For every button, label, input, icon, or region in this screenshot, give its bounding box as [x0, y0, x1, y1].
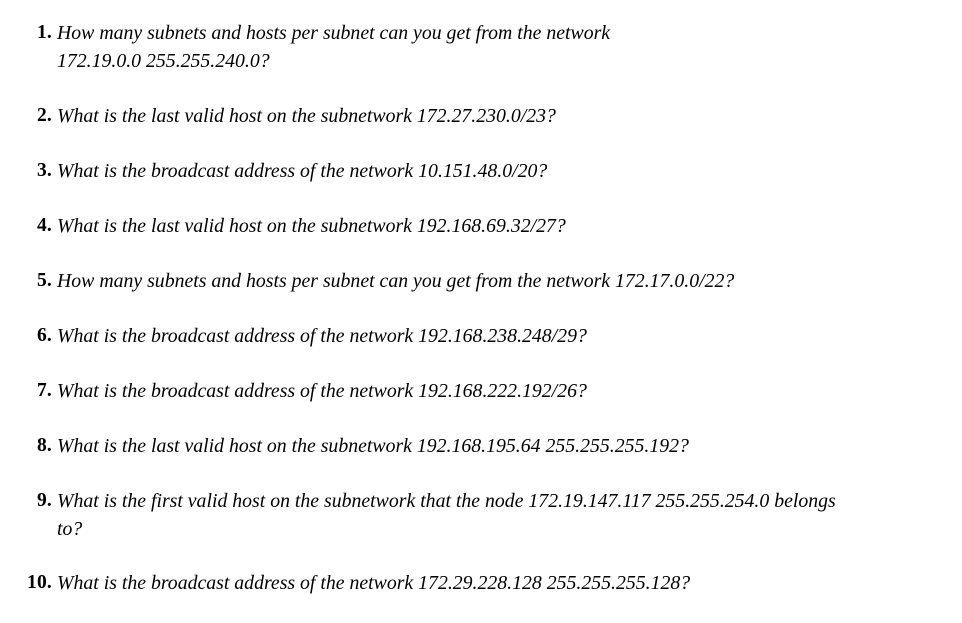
question-text: What is the last valid host on the subne… [57, 435, 689, 457]
question-number: 5. [36, 270, 52, 291]
question-item: 8.What is the last valid host on the sub… [0, 432, 900, 460]
question-text: How many subnets and hosts per subnet ca… [57, 22, 611, 72]
question-text: What is the broadcast address of the net… [57, 160, 548, 182]
question-number: 2. [36, 105, 52, 126]
question-number: 9. [36, 490, 52, 511]
question-item: 1.How many subnets and hosts per subnet … [0, 19, 700, 75]
question-number: 8. [36, 435, 52, 456]
question-number: 3. [36, 160, 52, 181]
question-item: 7.What is the broadcast address of the n… [0, 377, 900, 405]
question-number: 1. [36, 22, 52, 43]
question-number: 7. [36, 380, 52, 401]
question-text: What is the broadcast address of the net… [57, 572, 691, 594]
question-text: What is the last valid host on the subne… [57, 215, 566, 237]
question-item: 9.What is the first valid host on the su… [0, 487, 880, 543]
question-number: 4. [36, 215, 52, 236]
question-item: 2.What is the last valid host on the sub… [0, 102, 900, 130]
question-text: What is the last valid host on the subne… [57, 105, 556, 127]
question-text: What is the first valid host on the subn… [57, 490, 836, 540]
question-item: 6.What is the broadcast address of the n… [0, 322, 900, 350]
question-item: 10.What is the broadcast address of the … [0, 569, 900, 597]
question-number: 6. [36, 325, 52, 346]
question-item: 4.What is the last valid host on the sub… [0, 212, 900, 240]
question-text: What is the broadcast address of the net… [57, 380, 587, 402]
question-text: What is the broadcast address of the net… [57, 325, 587, 347]
question-item: 5.How many subnets and hosts per subnet … [0, 267, 900, 295]
question-text: How many subnets and hosts per subnet ca… [57, 270, 735, 292]
question-number: 10. [27, 572, 52, 593]
question-item: 3.What is the broadcast address of the n… [0, 157, 900, 185]
